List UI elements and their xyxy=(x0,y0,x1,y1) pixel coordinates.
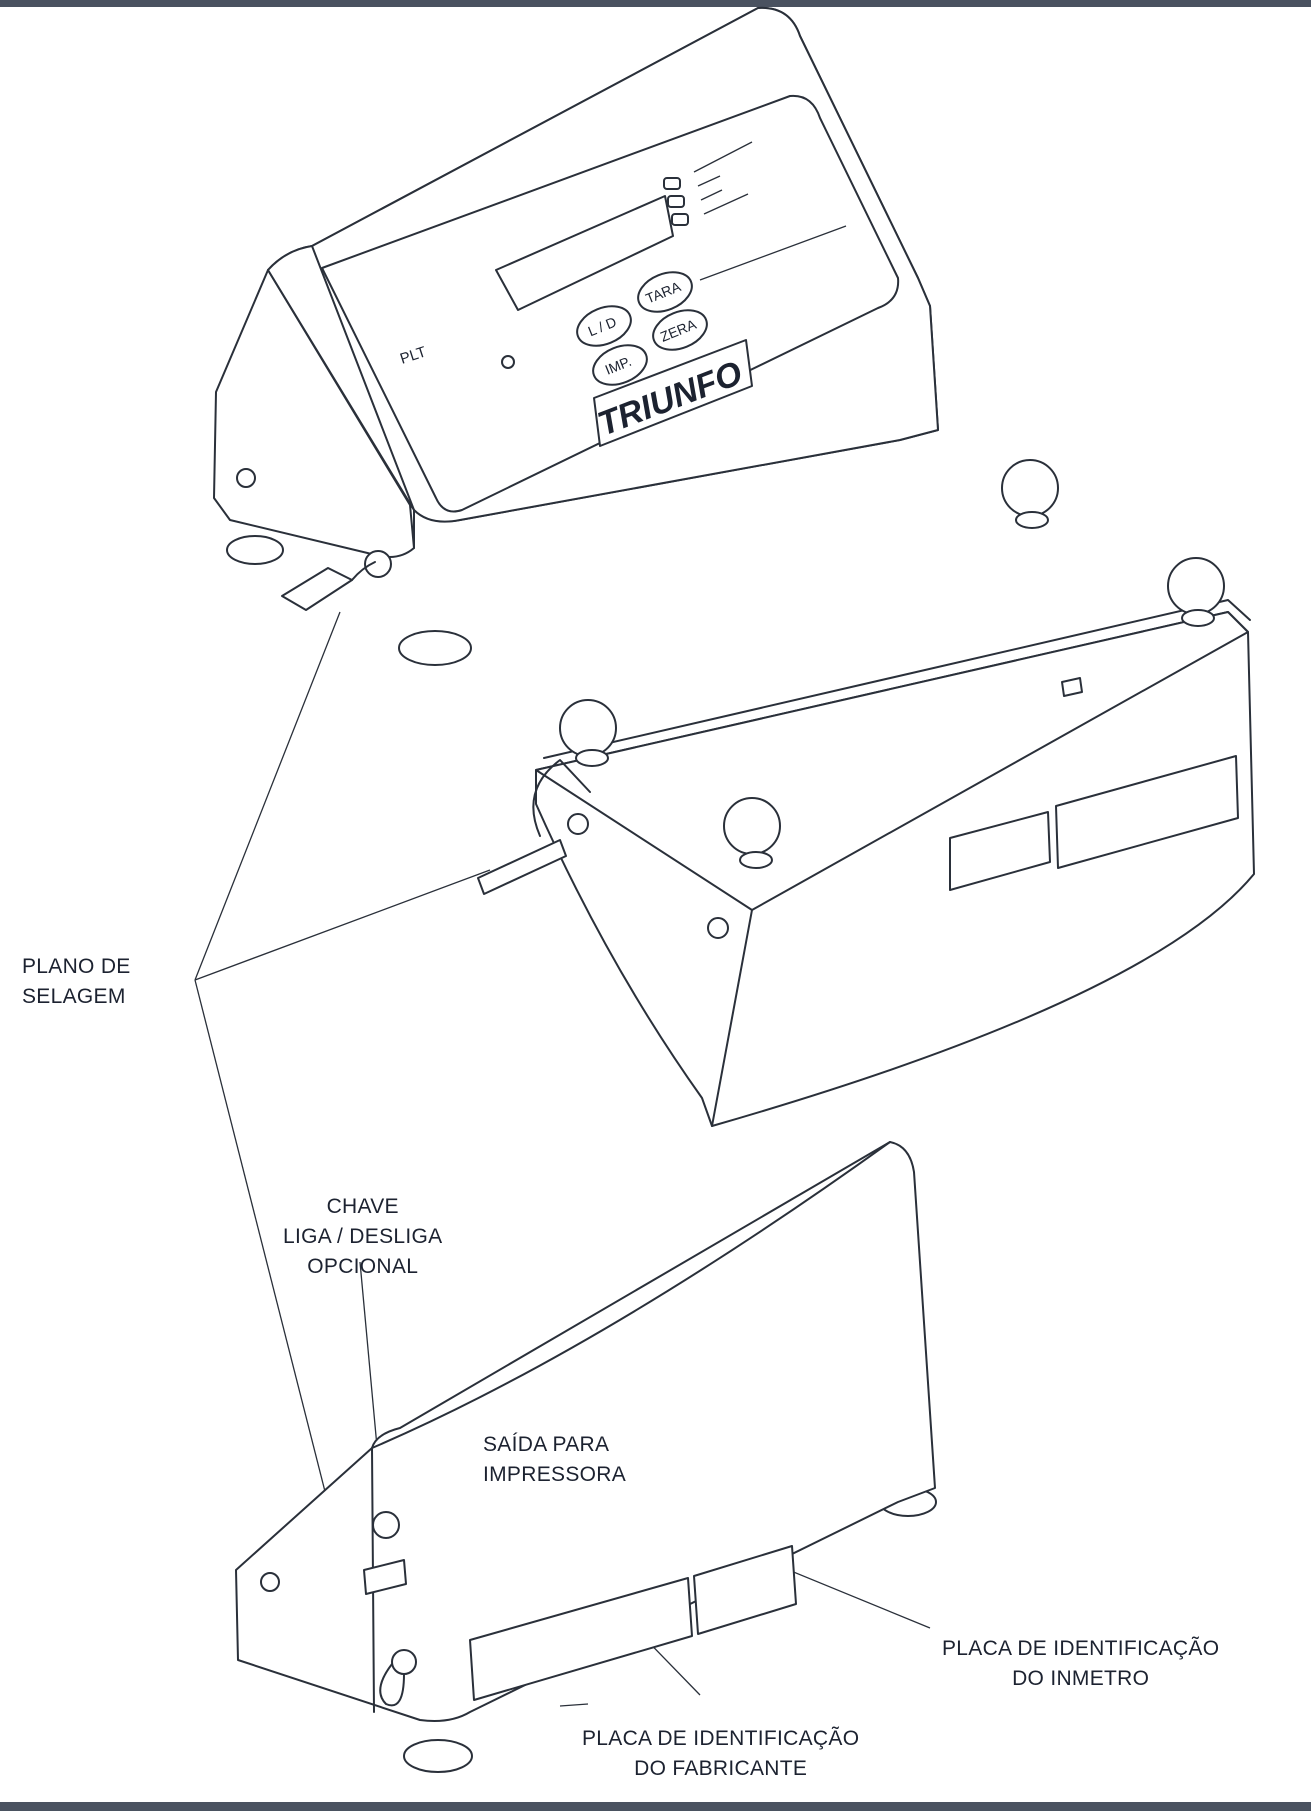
cable-gland xyxy=(391,1649,417,1675)
imp-button xyxy=(592,344,648,386)
foot xyxy=(226,535,284,565)
display-window xyxy=(495,195,674,311)
cable-gland xyxy=(567,813,589,835)
base-edge xyxy=(543,599,1251,759)
foot xyxy=(1167,557,1225,627)
seal-wire xyxy=(379,1663,405,1707)
keypad-recess xyxy=(321,94,900,513)
foot xyxy=(723,797,781,869)
manufacturer-plate-label: PLACA DE IDENTIFICAÇÃO DO FABRICANTE xyxy=(582,1727,860,1780)
zera-button xyxy=(652,309,708,351)
tara-button xyxy=(637,271,693,313)
cable-gland xyxy=(364,550,392,578)
indicator-rear-view xyxy=(235,1141,937,1773)
seal-wire xyxy=(351,561,376,581)
seal-tag xyxy=(281,567,353,611)
top-border xyxy=(0,0,1311,7)
front-face-edge xyxy=(311,245,415,549)
label-recess xyxy=(1055,755,1239,869)
printer-output-label: SAÍDA PARA IMPRESSORA xyxy=(483,1433,627,1486)
indicator-front-view: L / D TARA IMP. ZERA TRIUNFO PLT xyxy=(213,6,939,666)
bottom-border xyxy=(0,1802,1311,1811)
power-switch-knob xyxy=(372,1511,400,1539)
manufacturer-plate-tick xyxy=(559,1703,589,1707)
status-leds xyxy=(663,177,689,226)
printer-port xyxy=(363,1559,407,1595)
foot xyxy=(403,1739,473,1773)
led-caption-lines xyxy=(693,141,847,281)
indicator-bottom-view xyxy=(477,459,1255,1127)
sealing-plan-label: PLANO DE SELAGEM xyxy=(22,955,131,1008)
adjust-screw xyxy=(501,355,515,369)
rear-top-edge xyxy=(371,1141,891,1449)
rear-housing xyxy=(235,1141,936,1722)
label-recess xyxy=(949,811,1051,891)
brand-plate xyxy=(593,339,753,447)
seal-wire xyxy=(532,759,591,837)
side-screw xyxy=(707,917,729,939)
side-screw xyxy=(260,1572,280,1592)
inmetro-plate-recess xyxy=(693,1545,797,1635)
inmetro-plate-label: PLACA DE IDENTIFICAÇÃO DO INMETRO xyxy=(942,1637,1220,1690)
manufacturer-plate-recess xyxy=(469,1577,693,1701)
small-marker xyxy=(1061,677,1083,697)
foot xyxy=(1001,459,1059,529)
base-fold xyxy=(711,909,753,1127)
foot xyxy=(398,630,472,666)
ld-button xyxy=(576,305,632,347)
side-screw xyxy=(236,468,256,488)
foot xyxy=(559,699,617,767)
power-switch-label: CHAVE LIGA / DESLIGA OPCIONAL xyxy=(283,1195,443,1278)
seal-tag xyxy=(477,839,567,895)
